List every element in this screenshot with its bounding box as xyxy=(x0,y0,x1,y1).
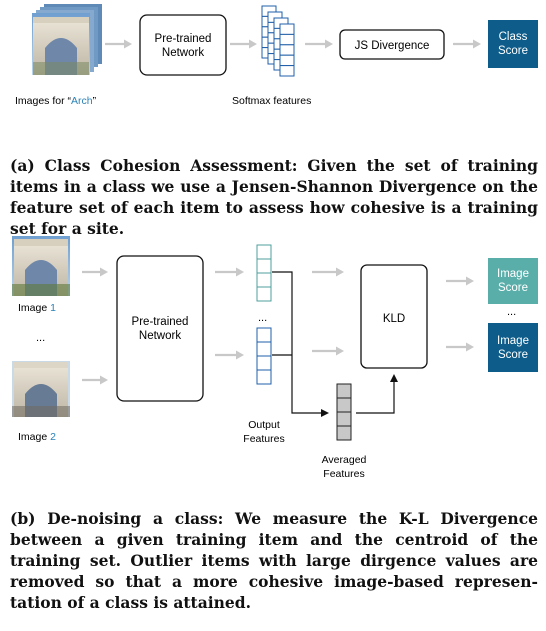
image-2-label: Image 2 xyxy=(18,431,56,443)
averaged-feature-cell xyxy=(336,383,352,399)
arch-image-stack xyxy=(32,4,102,75)
softmax-vector-cell xyxy=(279,54,295,67)
averaged-to-kld-connector xyxy=(356,374,398,414)
averaged-feature-cell xyxy=(336,411,352,427)
output-feature-teal xyxy=(256,244,272,302)
class-score-line1: Class xyxy=(499,31,528,43)
averaged-feature-cell xyxy=(336,425,352,441)
kld-label: KLD xyxy=(383,313,405,325)
averaged-features-line1: Averaged xyxy=(322,454,367,466)
network-a-line1: Pre-trained xyxy=(155,33,212,45)
blue-feature-cell xyxy=(256,369,272,385)
image-score-box-1 xyxy=(488,258,538,304)
images-ellipsis: ... xyxy=(36,332,45,344)
softmax-vector-cell xyxy=(279,44,295,56)
averaged-feature-vector xyxy=(336,383,352,441)
js-divergence-box xyxy=(339,29,445,60)
averaged-feature-cell xyxy=(336,397,352,413)
network-b-line2: Network xyxy=(139,330,181,342)
image-1-photo xyxy=(12,236,70,296)
teal-feature-cell xyxy=(256,272,272,288)
softmax-features-label: Softmax features xyxy=(232,95,311,107)
pretrained-network-box-b xyxy=(116,255,204,402)
js-divergence-label: JS Divergence xyxy=(355,40,430,52)
softmax-vector-cell xyxy=(279,23,295,35)
output-features-line1: Output xyxy=(248,419,280,431)
pretrained-network-box-a xyxy=(139,14,227,76)
averaging-connector xyxy=(272,271,329,417)
scores-ellipsis: ... xyxy=(507,306,516,318)
image-score-2-line2: Score xyxy=(498,349,528,361)
arch-photo xyxy=(32,13,90,75)
caption-b: (b) De-noising a class: We measure the K… xyxy=(10,509,538,612)
image-score-1-line2: Score xyxy=(498,282,528,294)
kld-box xyxy=(360,264,428,369)
blue-feature-cell xyxy=(256,327,272,343)
image-2-photo xyxy=(12,361,70,417)
teal-feature-cell xyxy=(256,286,272,302)
teal-feature-cell xyxy=(256,244,272,260)
panel-a: Pre-trained Network JS Divergence Class … xyxy=(15,4,538,107)
class-score-line2: Score xyxy=(498,45,528,57)
panel-b: Image 1 ... Image 2 Pre-trained Network … xyxy=(12,236,538,480)
image-1-label: Image 1 xyxy=(18,302,56,314)
teal-feature-cell xyxy=(256,258,272,274)
class-score-box xyxy=(488,20,538,68)
softmax-vector-cell xyxy=(279,33,295,46)
images-for-arch-label: Images for “Arch” xyxy=(15,95,97,107)
blue-feature-cell xyxy=(256,341,272,357)
arch-highlight: Arch xyxy=(71,95,93,107)
image-score-2-line1: Image xyxy=(497,335,529,347)
output-feature-blue xyxy=(256,327,272,385)
blue-feature-cell xyxy=(256,355,272,371)
network-b-line1: Pre-trained xyxy=(132,316,189,328)
softmax-vector-cell xyxy=(279,65,295,77)
image-score-1-line1: Image xyxy=(497,268,529,280)
caption-a: (a) Class Cohesion Assessment: Given the… xyxy=(10,156,538,238)
image-score-box-2 xyxy=(488,323,538,372)
output-features-line2: Features xyxy=(243,433,284,445)
averaged-features-line2: Features xyxy=(323,468,364,480)
features-ellipsis: ... xyxy=(258,312,267,324)
softmax-feature-stack xyxy=(261,5,295,77)
network-a-line2: Network xyxy=(162,47,204,59)
